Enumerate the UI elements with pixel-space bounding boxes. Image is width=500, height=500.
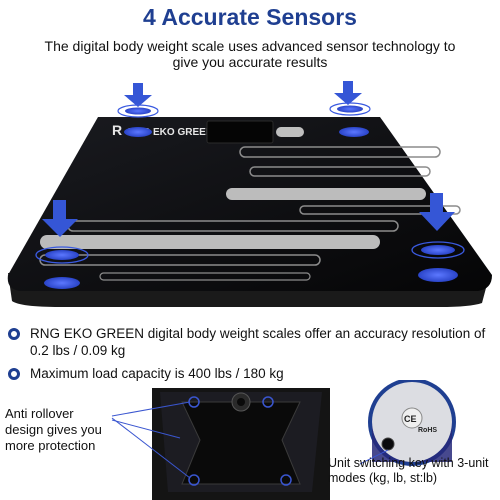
unit-key-callout: Unit switching key with 3-unit modes (kg… — [328, 456, 489, 485]
feature-item: RNG EKO GREEN digital body weight scales… — [8, 325, 498, 359]
unit-key-inset: CE RoHS — [359, 380, 456, 466]
sensor-icon — [411, 241, 465, 282]
arrow-down-icon — [42, 200, 78, 237]
sensor-icon — [117, 104, 159, 137]
ce-mark: CE — [404, 414, 417, 424]
scale-logo: R — [112, 122, 122, 138]
feature-text: Maximum load capacity is 400 lbs / 180 k… — [30, 366, 284, 381]
callout-lines — [111, 401, 191, 479]
page-subtitle: The digital body weight scale uses advan… — [44, 38, 456, 70]
arrow-down-icon — [419, 193, 455, 231]
arrow-down-icon — [124, 83, 152, 107]
sensor-icon — [329, 102, 371, 137]
anti-rollover-callout: Anti rollover design gives you more prot… — [5, 406, 102, 453]
arrow-down-icon — [334, 81, 362, 105]
scale-brand: RNG EKO GREEN — [128, 127, 213, 138]
bottom-scene: CE RoHS — [111, 380, 456, 500]
scale-stripe — [226, 188, 426, 200]
scale-stripe — [299, 205, 461, 215]
page-title: 4 Accurate Sensors — [143, 4, 357, 30]
unit-switch-key — [381, 437, 395, 451]
scale-stripe — [249, 166, 431, 177]
feature-text: RNG EKO GREEN digital body weight scales… — [30, 326, 486, 358]
scale-display — [206, 120, 274, 144]
scale-stripe — [239, 146, 441, 158]
scale-stripe — [99, 272, 311, 281]
sensor-icon — [35, 246, 89, 289]
rohs-mark: RoHS — [418, 427, 437, 434]
bullet-icon — [8, 328, 20, 340]
scale-stripe — [276, 127, 304, 137]
bullet-icon — [8, 368, 20, 380]
feature-item: Maximum load capacity is 400 lbs / 180 k… — [8, 365, 498, 382]
scale-stripe — [40, 235, 380, 249]
scale-underside — [152, 388, 330, 500]
scale-scene: R RNG EKO GREEN — [7, 81, 492, 307]
